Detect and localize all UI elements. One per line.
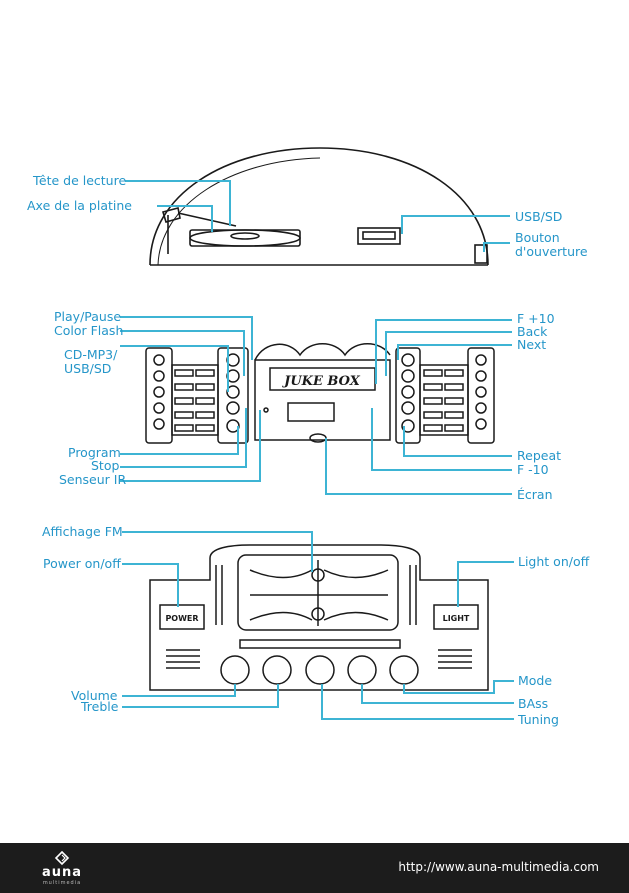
- label-repeat: Repeat: [517, 448, 562, 463]
- website-link[interactable]: http://www.auna-multimedia.com: [398, 860, 599, 874]
- open-button: [474, 244, 488, 264]
- label-bass: BAss: [518, 696, 549, 711]
- auna-logo: auna multimedia: [30, 850, 100, 887]
- label-tuning: Tuning: [518, 712, 559, 727]
- label-stop: Stop: [91, 458, 120, 473]
- usb-sd-port: [357, 227, 401, 245]
- label-mode: Mode: [518, 673, 553, 688]
- screen: [287, 402, 335, 422]
- label-open-button-1: Bouton: [515, 230, 560, 245]
- right-button-column: [395, 347, 421, 444]
- label-fm-display: Affichage FM: [42, 524, 123, 539]
- tonearm: [161, 207, 181, 254]
- label-light: Light on/off: [518, 554, 590, 569]
- label-f-plus-10: F +10: [517, 311, 555, 326]
- label-screen: Écran: [517, 487, 553, 502]
- label-next: Next: [517, 337, 547, 352]
- light-button-label: LIGHT: [443, 614, 470, 623]
- light-btn: [433, 604, 479, 630]
- footer-bar: auna multimedia http://www.auna-multimed…: [0, 843, 629, 893]
- section3-leaders: [122, 531, 514, 720]
- label-treble: Treble: [81, 699, 119, 714]
- turntable-top-view: [149, 147, 489, 266]
- jukebox-logo: JUKE BOX: [281, 374, 361, 389]
- console-body: [149, 544, 489, 691]
- power-btn: [159, 604, 205, 630]
- label-ir-sensor: Senseur IR: [59, 472, 127, 487]
- brand-name: auna: [41, 865, 83, 880]
- label-cd-mp3: CD-MP3/: [64, 347, 118, 362]
- label-cd-usb-sd: USB/SD: [64, 361, 112, 376]
- label-power: Power on/off: [43, 556, 121, 571]
- label-back: Back: [517, 324, 548, 339]
- label-program: Program: [68, 445, 121, 460]
- label-tonearm: Tête de lecture: [33, 173, 127, 188]
- front-panel: [254, 359, 391, 441]
- label-f-minus-10: F -10: [517, 462, 549, 477]
- jukebox-front-view: [145, 343, 495, 444]
- brand-subtitle: multimedia: [42, 880, 82, 886]
- label-usb-sd-top: USB/SD: [515, 209, 563, 224]
- label-platter-axis: Axe de la platine: [27, 198, 132, 213]
- console-view: [149, 544, 489, 691]
- label-volume: Volume: [71, 688, 118, 703]
- label-color-flash: Color Flash: [54, 323, 124, 338]
- section1-leaders: [125, 180, 510, 252]
- fm-display: [237, 554, 399, 631]
- label-open-button-2: d'ouverture: [515, 244, 588, 259]
- power-button-label: POWER: [165, 614, 198, 623]
- label-play-pause: Play/Pause: [54, 309, 122, 324]
- auna-logo-icon: [54, 850, 70, 866]
- platter-axis: [230, 232, 260, 240]
- section2-leaders: [120, 316, 512, 495]
